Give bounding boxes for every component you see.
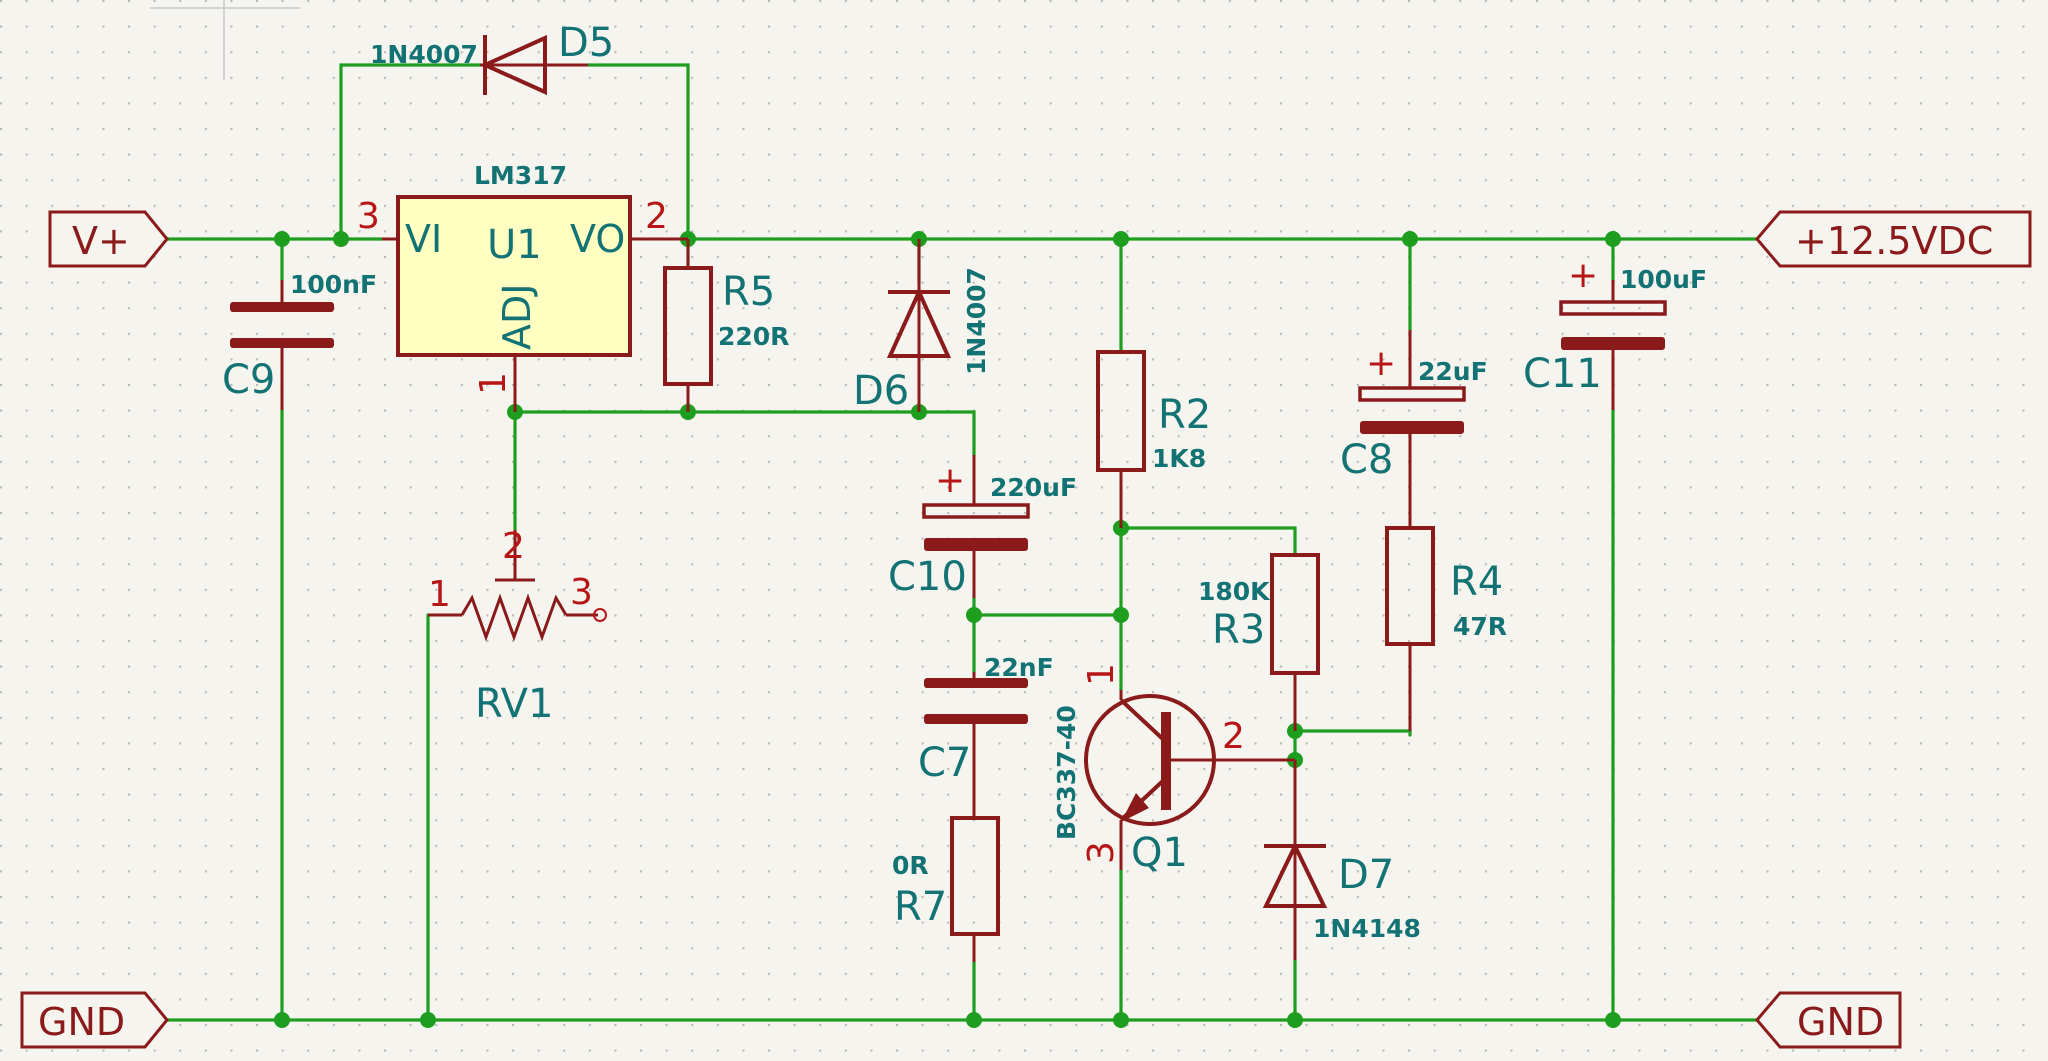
u1-pin1-number: 1 [473, 372, 514, 395]
u1-pin-vo-name: VO [570, 217, 625, 261]
d6-diode[interactable]: 1N4007 D6 [853, 239, 991, 414]
r3-resistor[interactable]: 180K R3 [1198, 553, 1320, 731]
r2-resistor[interactable]: R2 1K8 [1096, 350, 1211, 528]
rv1-pin1-number: 1 [428, 574, 451, 615]
port-gnd-right[interactable]: GND [1755, 991, 1902, 1049]
r4-ref: R4 [1450, 559, 1503, 605]
c11-capacitor[interactable]: + 100uF C11 [1523, 255, 1707, 410]
r4-resistor[interactable]: R4 47R [1385, 526, 1507, 731]
r3-ref: R3 [1212, 607, 1265, 653]
c7-ref: C7 [918, 740, 971, 786]
port-vout-label: +12.5VDC [1795, 219, 1993, 263]
c10-value: 220uF [990, 473, 1077, 502]
c8-polarity: + [1366, 343, 1396, 384]
port-gnd-right-label: GND [1797, 1000, 1884, 1044]
d5-diode[interactable]: 1N4007 D5 [370, 20, 614, 96]
r7-resistor[interactable]: 0R R7 [892, 816, 1000, 962]
q1-ref: Q1 [1131, 830, 1188, 876]
d6-value: 1N4007 [962, 267, 991, 375]
r2-value: 1K8 [1152, 444, 1206, 473]
r7-ref: R7 [894, 884, 947, 930]
c11-polarity: + [1568, 255, 1598, 296]
c9-value: 100nF [290, 270, 377, 299]
port-gnd-left[interactable]: GND [20, 991, 169, 1049]
u1-pin2-number: 2 [645, 196, 668, 237]
port-gnd-left-label: GND [38, 1000, 125, 1044]
c10-polarity: + [935, 460, 965, 501]
r7-value: 0R [892, 851, 929, 880]
d7-value: 1N4148 [1313, 914, 1421, 943]
q1-pin1-number: 1 [1081, 663, 1122, 686]
u1-pin-adj-name: ADJ [495, 284, 539, 350]
u1-regulator[interactable]: LM317 U1 VI VO ADJ 3 2 1 [357, 161, 688, 412]
port-vout[interactable]: +12.5VDC [1755, 210, 2032, 268]
c7-capacitor[interactable]: 22nF C7 [918, 653, 1054, 818]
c8-value: 22uF [1418, 357, 1488, 386]
r5-resistor[interactable]: R5 220R [663, 239, 789, 412]
d5-ref: D5 [558, 20, 614, 66]
q1-transistor[interactable]: 1 2 3 BC337-40 Q1 [1052, 663, 1295, 876]
r2-ref: R2 [1158, 392, 1211, 438]
d5-value: 1N4007 [370, 40, 478, 69]
rv1-potentiometer[interactable]: 2 1 3 RV1 [428, 526, 607, 727]
d7-ref: D7 [1338, 852, 1394, 898]
r4-value: 47R [1453, 612, 1507, 641]
q1-pin2-number: 2 [1222, 716, 1245, 757]
c8-ref: C8 [1340, 437, 1393, 483]
rv1-pin2-number: 2 [502, 526, 525, 567]
u1-ref: U1 [487, 222, 542, 268]
rv1-pin3-number: 3 [570, 572, 593, 613]
c11-value: 100uF [1620, 265, 1707, 294]
r3-value: 180K [1198, 577, 1271, 606]
port-vin[interactable]: V+ [48, 210, 169, 268]
r5-value: 220R [718, 322, 789, 351]
c9-capacitor[interactable]: 100nF C9 [222, 270, 377, 410]
u1-pin3-number: 3 [357, 196, 380, 237]
q1-value: BC337-40 [1052, 705, 1081, 840]
c9-ref: C9 [222, 357, 275, 403]
q1-pin3-number: 3 [1081, 841, 1122, 864]
d6-ref: D6 [853, 368, 909, 414]
u1-value: LM317 [474, 161, 567, 190]
rv1-ref: RV1 [475, 681, 553, 727]
d7-diode[interactable]: D7 1N4148 [1262, 760, 1421, 960]
c7-value: 22nF [984, 653, 1054, 682]
u1-pin-vi-name: VI [405, 217, 442, 261]
port-vin-label: V+ [72, 219, 130, 263]
c10-ref: C10 [888, 554, 967, 600]
c10-capacitor[interactable]: + 220uF C10 [888, 455, 1077, 600]
page-corner-marker [150, 0, 300, 80]
c11-ref: C11 [1523, 351, 1602, 397]
r5-ref: R5 [722, 269, 775, 315]
c8-capacitor[interactable]: + 22uF C8 [1340, 330, 1488, 528]
